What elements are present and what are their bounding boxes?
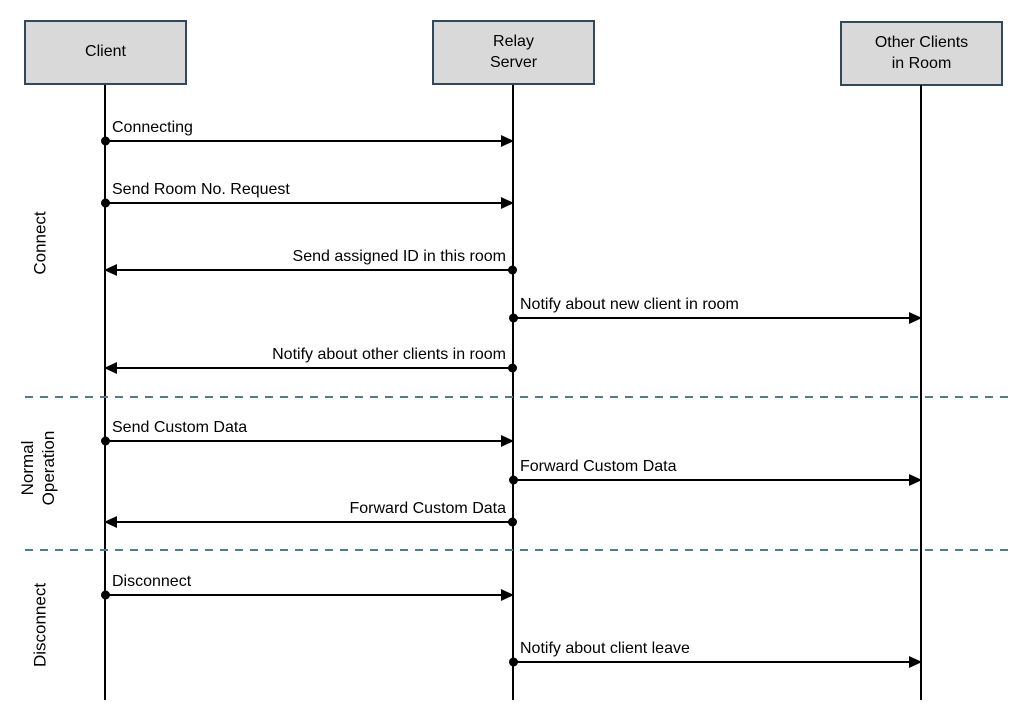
source-dot (509, 657, 518, 667)
arrowhead-icon (501, 135, 514, 147)
arrowhead-icon (104, 264, 117, 276)
source-dot (101, 198, 110, 208)
source-dot (509, 475, 518, 485)
message-label: Forward Custom Data (349, 500, 507, 517)
message-label: Forward Custom Data (520, 458, 677, 475)
actor-other-clients-label-line2: in Room (891, 54, 952, 72)
source-dot (508, 363, 517, 373)
message-label: Notify about other clients in room (272, 346, 506, 363)
source-dot (509, 313, 518, 323)
message-send-assigned-id: Send assigned ID in this room (104, 248, 517, 276)
arrowhead-icon (909, 474, 922, 486)
message-send-room-no-request: Send Room No. Request (101, 181, 514, 209)
actor-client: Client (24, 20, 187, 85)
message-label: Notify about client leave (520, 640, 690, 657)
arrowhead-icon (104, 362, 117, 374)
phase-normal-operation-label-line2: Operation (39, 430, 58, 506)
message-label: Connecting (112, 119, 193, 136)
source-dot (101, 590, 110, 600)
actor-other-clients-label-line1: Other Clients (874, 33, 969, 51)
arrowhead-icon (909, 656, 922, 668)
message-label: Notify about new client in room (520, 296, 739, 313)
message-forward-custom-data-to-room: Forward Custom Data (509, 458, 922, 486)
message-label: Send assigned ID in this room (292, 248, 506, 265)
arrowhead-icon (501, 589, 514, 601)
message-notify-client-leave: Notify about client leave (509, 640, 922, 668)
message-label: Send Custom Data (112, 419, 248, 436)
message-notify-new-client: Notify about new client in room (509, 296, 922, 324)
source-dot (508, 265, 517, 275)
message-forward-custom-data-to-client: Forward Custom Data (104, 500, 517, 528)
actor-other-clients: Other Clients in Room (840, 21, 1003, 86)
arrowhead-icon (501, 435, 514, 447)
source-dot (101, 436, 110, 446)
phase-normal-operation-label-line1: Normal (17, 440, 37, 496)
source-dot (101, 136, 110, 146)
lifeline-relay-server (512, 85, 514, 700)
message-connecting: Connecting (101, 119, 514, 147)
source-dot (508, 517, 517, 527)
phase-connect-label: Connect (30, 211, 50, 275)
message-label: Send Room No. Request (112, 181, 290, 198)
phase-disconnect-label: Disconnect (30, 582, 50, 668)
message-disconnect: Disconnect (101, 573, 514, 601)
lifeline-client (104, 85, 106, 700)
actor-relay-server-label-line1: Relay (493, 32, 534, 50)
arrowhead-icon (909, 312, 922, 324)
lifeline-other-clients (920, 85, 922, 700)
message-label: Disconnect (112, 573, 192, 590)
message-send-custom-data: Send Custom Data (101, 419, 514, 447)
phase-divider-normal-disconnect (25, 549, 1015, 551)
actor-relay-server: Relay Server (432, 20, 595, 85)
actor-relay-server-label-line2: Server (489, 53, 538, 71)
phase-divider-connect-normal (25, 396, 1015, 398)
message-notify-other-clients: Notify about other clients in room (104, 346, 517, 374)
arrowhead-icon (501, 197, 514, 209)
arrowhead-icon (104, 516, 117, 528)
actor-client-label: Client (85, 43, 126, 61)
